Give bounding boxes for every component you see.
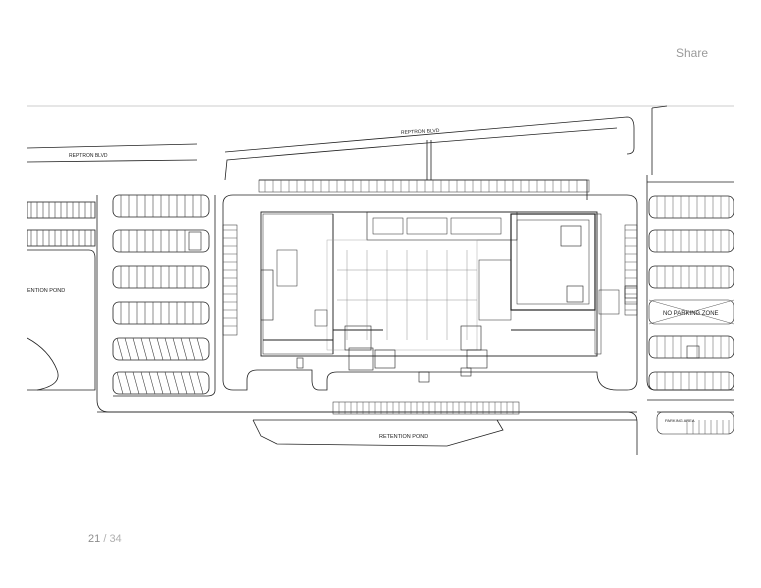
right-parking-rows [646, 175, 734, 435]
no-parking-zone-label: NO PARKING ZONE [663, 311, 719, 317]
page-indicator: 21 / 34 [88, 533, 122, 545]
building-footprint [260, 211, 638, 357]
page-separator: / [103, 533, 107, 545]
road-label-left: REPTRON BLVD [69, 153, 108, 159]
pond-label-left: ENTION POND [27, 288, 65, 294]
page-total: 34 [109, 533, 122, 545]
site-plan-drawing: REPTRON BLVD REPTRON BLVD ENTION POND RE… [27, 105, 734, 455]
site-plan-image: REPTRON BLVD REPTRON BLVD ENTION POND RE… [27, 100, 734, 455]
road-label-top: REPTRON BLVD [401, 128, 440, 136]
share-button[interactable]: Share [676, 46, 709, 60]
parking-area-label: PARKING AREA [665, 418, 695, 423]
left-parking-rows [27, 194, 210, 395]
page-current: 21 [88, 533, 101, 545]
pond-label-bottom: RETENTION POND [379, 434, 428, 440]
